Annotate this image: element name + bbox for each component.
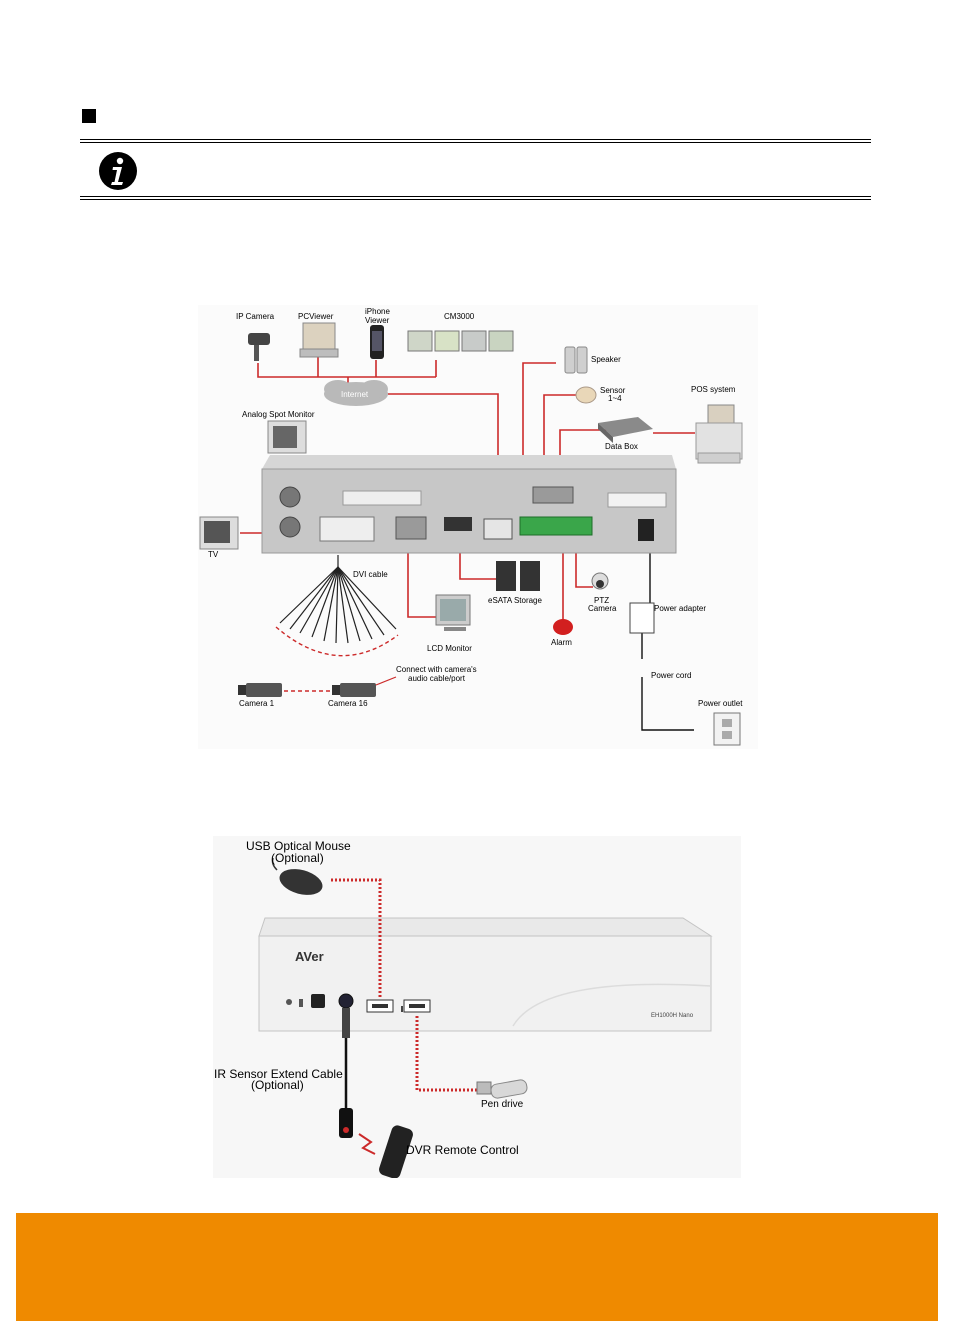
analog-spot-monitor-image [267, 420, 307, 454]
label-dvr-remote-control: DVR Remote Control [406, 1143, 519, 1157]
label-ptz-camera-line2: Camera [588, 604, 617, 613]
label-pos-system: POS system [691, 385, 736, 394]
camera-1-image [238, 683, 282, 697]
label-ir-cable-line2: (Optional) [251, 1078, 304, 1092]
label-usb-optical-mouse-line1: USB Optical Mouse [246, 839, 351, 853]
label-camera-1: Camera 1 [239, 699, 275, 708]
label-connect-note-line1: Connect with camera's [396, 665, 477, 674]
section-bullet [82, 109, 96, 123]
label-lcd-monitor: LCD Monitor [427, 644, 472, 653]
label-ptz-camera-line1: PTZ [594, 596, 609, 605]
pos-system-image [695, 404, 743, 464]
data-box-image [598, 417, 653, 443]
label-data-box: Data Box [605, 442, 638, 451]
ip-camera-image [248, 333, 270, 361]
label-usb-optical-mouse-line2: (Optional) [271, 851, 324, 865]
rear-panel-connection-diagram: IP Camera PCViewer iPhone Viewer CM3000 … [198, 305, 758, 749]
dvi-fan-cable [279, 555, 397, 644]
dvr-front-panel [258, 917, 713, 1032]
label-internet: Internet [341, 390, 369, 399]
power-adapter-image [629, 602, 655, 634]
speaker-image [564, 346, 588, 374]
esata-storage-image [496, 561, 540, 591]
label-sensor-line1: Sensor [600, 386, 626, 395]
alarm-image [553, 619, 573, 635]
label-camera-16: Camera 16 [328, 699, 368, 708]
label-power-cord: Power cord [651, 671, 691, 680]
label-tv: TV [208, 550, 219, 559]
cm3000-monitors [407, 330, 514, 352]
label-model: EH1000H Nano [651, 1013, 694, 1019]
lcd-monitor-image [435, 594, 471, 631]
dvr-rear-panel [261, 455, 677, 554]
label-analog-spot-monitor: Analog Spot Monitor [242, 410, 315, 419]
label-ir-cable-line1: IR Sensor Extend Cable [214, 1067, 343, 1081]
label-power-outlet: Power outlet [698, 699, 743, 708]
info-icon [98, 151, 138, 196]
label-dvi-cable: DVI cable [353, 570, 388, 579]
brand-logo: AVer [295, 949, 324, 964]
dvr-remote-control-image [379, 1125, 413, 1179]
iphone-image [370, 325, 384, 359]
usb-optical-mouse-image [271, 857, 323, 895]
tv-image [199, 516, 239, 550]
pen-drive-image [476, 1079, 528, 1099]
label-speaker: Speaker [591, 355, 621, 364]
label-sensor-line2: 1~4 [608, 394, 622, 403]
camera-16-image [332, 683, 376, 697]
label-alarm: Alarm [551, 638, 572, 647]
note-top-rule [80, 139, 871, 143]
note-box [80, 139, 871, 200]
front-panel-connection-diagram: USB Optical Mouse (Optional) IR Sensor E… [213, 836, 741, 1179]
label-ip-camera: IP Camera [236, 312, 275, 321]
label-connect-note-line2: audio cable/port [408, 674, 466, 683]
label-esata-storage: eSATA Storage [488, 596, 543, 605]
label-iphone-viewer-line2: Viewer [365, 316, 390, 325]
laptop-image [299, 322, 339, 358]
footer-bar [16, 1213, 938, 1321]
power-outlet-image [713, 712, 741, 746]
label-power-adapter: Power adapter [654, 604, 706, 613]
ptz-camera-image [591, 572, 609, 590]
label-pcviewer: PCViewer [298, 312, 334, 321]
internet-cloud [324, 380, 388, 406]
ir-sensor-extend-cable [339, 1008, 353, 1138]
label-cm3000: CM3000 [444, 312, 475, 321]
label-pen-drive: Pen drive [481, 1099, 524, 1110]
note-bottom-rule [80, 196, 871, 200]
label-iphone-viewer-line1: iPhone [365, 307, 390, 316]
sensor-image [575, 386, 597, 404]
